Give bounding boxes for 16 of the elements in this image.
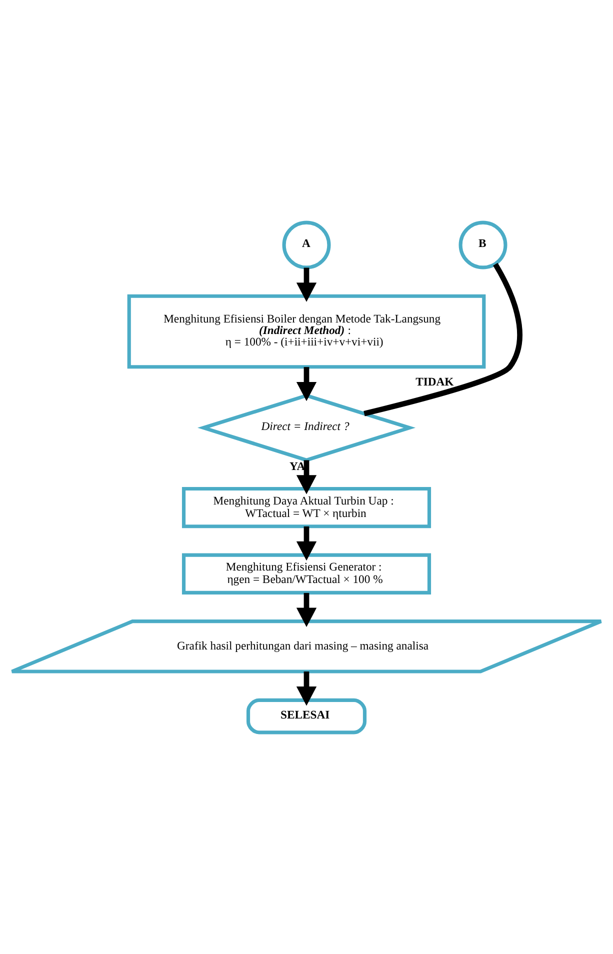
arrow (296, 267, 317, 302)
node-circle: A (282, 220, 331, 269)
connector (364, 262, 522, 416)
node-box: Menghitung Efisiensi Boiler dengan Metode Tak-Langsung (Indirect Method) : η = 100% - (i+ii+iii+iv+v+vi+vii) (127, 294, 486, 368)
arrow (296, 366, 317, 401)
arrow (296, 592, 317, 626)
node-circle: B (458, 220, 508, 269)
edge-label: YA (289, 460, 306, 473)
edge-label: TIDAK (416, 374, 454, 388)
arrow (296, 671, 317, 706)
node-box: SELESAI (246, 698, 367, 734)
node-box: Menghitung Efisiensi Generator : ηgen = Beban/WTactual × 100 % (182, 552, 432, 594)
arrow (296, 526, 317, 560)
arrow (296, 460, 317, 494)
node-diamond: Direct = Indirect ? (197, 393, 416, 462)
node-box: Menghitung Daya Aktual Turbin Uap : WTactual = WT × ηturbin (182, 486, 432, 528)
